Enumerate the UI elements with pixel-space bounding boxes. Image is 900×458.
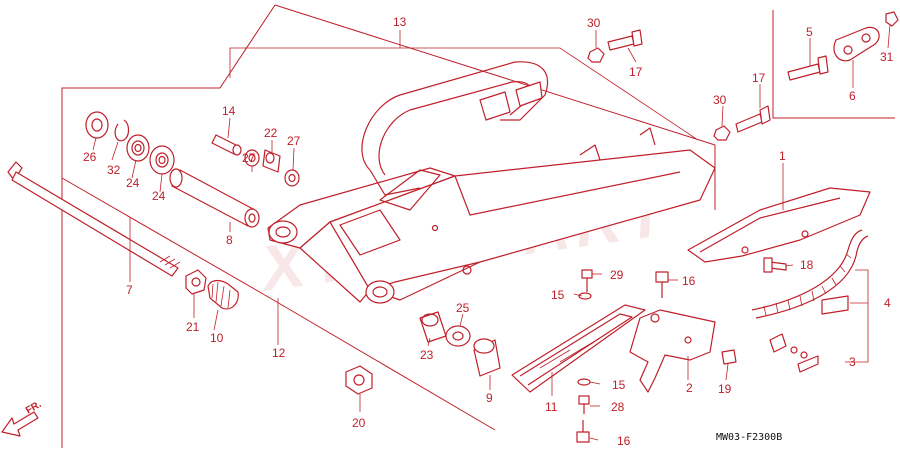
callout-12: 12 [272, 346, 286, 360]
callout-28: 28 [611, 400, 625, 414]
part-23-bushing [419, 311, 447, 343]
frame-left [61, 4, 276, 448]
callout-1: 1 [779, 149, 786, 163]
callout-15-upper: 15 [551, 288, 565, 302]
callout-30-right: 30 [713, 93, 727, 107]
part-26-seal [85, 111, 109, 139]
leader-lines [92, 23, 891, 441]
part-9-collar [473, 338, 501, 377]
part-15-washer-b [577, 378, 591, 386]
callout-3: 3 [849, 355, 856, 369]
part-14-pin [211, 134, 242, 156]
callout-13: 13 [393, 15, 407, 29]
callout-15-lower: 15 [612, 378, 626, 392]
callout-18: 18 [800, 258, 814, 272]
part-30-nut-b [713, 125, 731, 141]
part-17-bolt-b [735, 105, 771, 133]
front-direction-label: FR. [24, 399, 44, 417]
part-30-nut-a [587, 47, 605, 63]
callout-25: 25 [456, 301, 470, 315]
part-24-bearing-a [126, 134, 150, 162]
callout-23: 23 [420, 348, 434, 362]
part-29-bolt [581, 269, 593, 292]
part-18-bolt [763, 257, 787, 273]
part-16-bolt-b [576, 420, 590, 443]
callout-19: 19 [718, 382, 732, 396]
callout-26: 26 [83, 150, 97, 164]
frame-top [274, 4, 716, 210]
part-22-bushing [262, 149, 281, 173]
part-31-nut [885, 11, 899, 27]
callout-14: 14 [222, 104, 236, 118]
part-8-collar [169, 168, 260, 228]
part-28-bolt [578, 395, 590, 414]
callout-10: 10 [210, 331, 224, 345]
part-labels: 1 2 3 4 5 6 7 8 9 10 11 12 13 14 15 15 1… [83, 15, 894, 448]
pivot-axle-drawing [7, 161, 181, 277]
callout-9: 9 [486, 391, 493, 405]
part-17-bolt-a [607, 29, 643, 51]
callout-17-upper: 17 [629, 65, 643, 79]
part-6-adjuster-plate [833, 26, 880, 62]
front-direction-arrow: FR. [1, 399, 44, 437]
callout-4: 4 [884, 296, 891, 310]
callout-16-upper: 16 [682, 274, 696, 288]
callout-6: 6 [849, 89, 856, 103]
callout-11: 11 [545, 400, 558, 414]
callout-24-lower: 24 [152, 189, 166, 203]
swingarm-drawing [267, 61, 716, 304]
callout-17-right: 17 [752, 71, 766, 85]
frame-adjuster [772, 10, 895, 119]
part-21-nut [185, 269, 207, 295]
drawing-code: MW03-F2300B [716, 432, 782, 443]
callout-16-lower: 16 [617, 434, 631, 448]
callout-32: 32 [107, 163, 121, 177]
part-19-bolt [721, 349, 737, 365]
callout-7: 7 [126, 283, 133, 297]
callout-27-left: 27 [242, 151, 256, 165]
callout-31: 31 [880, 50, 894, 64]
part-16-bolt-a [655, 271, 669, 298]
part-4-chain-joint [769, 295, 849, 373]
part-27-seal-b [284, 169, 300, 187]
callout-21: 21 [186, 320, 200, 334]
callout-27-right: 27 [287, 134, 301, 148]
callout-8: 8 [226, 233, 233, 247]
part-3-drive-chain [751, 229, 869, 319]
frame-bottom [61, 177, 496, 431]
part-25-seal [445, 325, 471, 347]
callout-20: 20 [352, 416, 366, 430]
part-24-bearing-b [149, 145, 175, 175]
part-10-boot [207, 279, 239, 310]
callout-5: 5 [806, 25, 813, 39]
part-11-chain-slider [511, 304, 646, 393]
part-2-guide [629, 309, 716, 393]
part-15-washer-a [578, 292, 592, 300]
callout-24-upper: 24 [126, 176, 140, 190]
part-32-circlip [114, 119, 130, 142]
callout-30-upper: 30 [587, 16, 601, 30]
part-20-nut [345, 365, 373, 395]
callout-2: 2 [686, 381, 693, 395]
leader-13-bracket [229, 47, 699, 141]
part-5-adjust-bolt [787, 55, 829, 81]
callout-29: 29 [610, 268, 624, 282]
callout-22: 22 [264, 126, 278, 140]
